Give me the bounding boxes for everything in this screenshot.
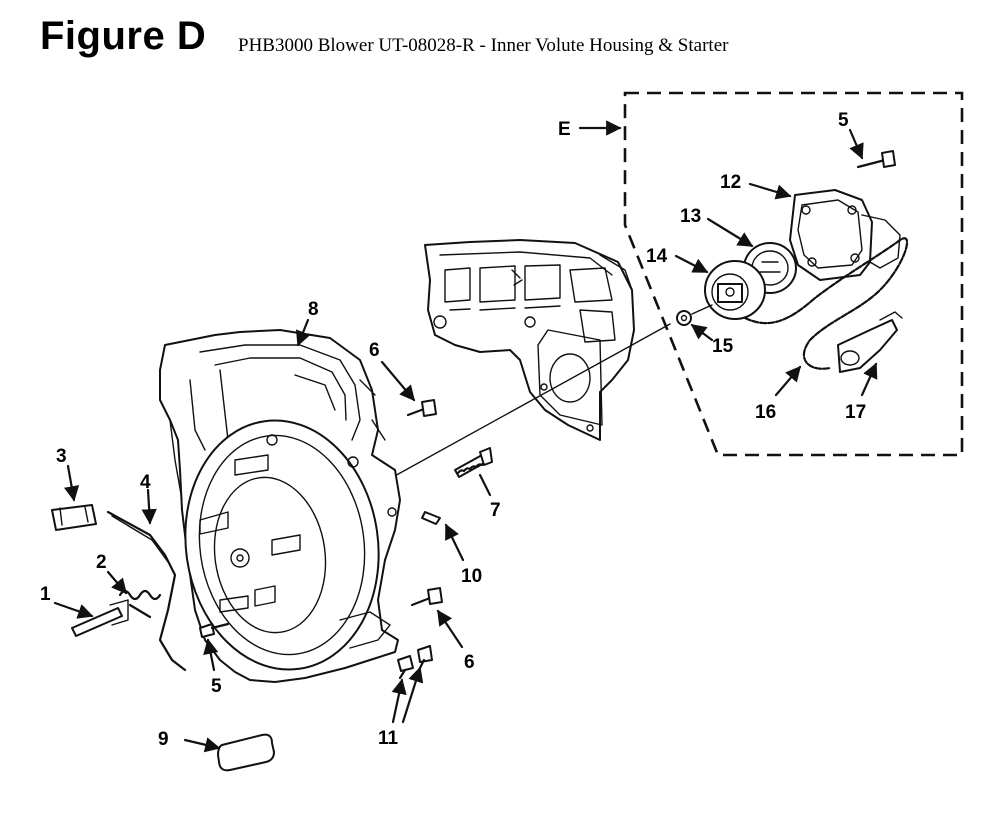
callout-14: 14: [646, 246, 668, 267]
part-6-screw-upper: [406, 399, 437, 417]
part-5-screw-lower: [199, 622, 230, 638]
part-3-block: [51, 504, 97, 531]
callout-12: 12: [720, 172, 741, 193]
part-12-starter-housing: [789, 189, 901, 281]
leader-arrows: [53, 128, 878, 753]
callout-5-lower: 5: [211, 676, 222, 697]
callout-3: 3: [56, 446, 67, 467]
figure-label: Figure D: [40, 14, 207, 58]
part-5-screw-inset: [856, 150, 896, 169]
part-4-rod: [106, 510, 187, 672]
part-2-spring: [118, 589, 162, 619]
part-16-rope: [743, 237, 909, 370]
callout-15: 15: [712, 336, 734, 357]
callout-6-lower: 6: [464, 652, 475, 673]
callout-8: 8: [308, 299, 319, 320]
callout-16: 16: [755, 402, 776, 423]
engine-block: [424, 239, 635, 441]
callout-2: 2: [96, 552, 107, 573]
part-11-screws: [397, 645, 433, 680]
callout-17: 17: [845, 402, 866, 423]
callout-11: 11: [378, 728, 399, 749]
callout-e: E: [558, 119, 571, 140]
callout-13: 13: [680, 206, 701, 227]
volute-housing: [159, 329, 401, 683]
callout-4: 4: [140, 472, 151, 493]
part-1-shaft: [71, 599, 129, 637]
callout-7: 7: [490, 500, 501, 521]
part-4-rod-edge: [111, 515, 169, 563]
callout-10: 10: [461, 566, 482, 587]
part-15-nut: [676, 304, 713, 326]
inset-frame: [623, 91, 964, 457]
part-6-screw-lower: [410, 587, 443, 607]
callout-5-inset: 5: [838, 110, 849, 131]
part-7-bolt: [454, 447, 493, 478]
callout-1: 1: [40, 584, 51, 605]
part-10-screw: [421, 511, 441, 525]
figure-subtitle: PHB3000 Blower UT-08028-R - Inner Volute…: [238, 35, 729, 56]
part-17-handle: [837, 311, 903, 373]
callout-9: 9: [158, 729, 169, 750]
callout-6-upper: 6: [369, 340, 380, 361]
part-13-pulley: [704, 260, 766, 320]
part-9-pad: [217, 733, 275, 772]
